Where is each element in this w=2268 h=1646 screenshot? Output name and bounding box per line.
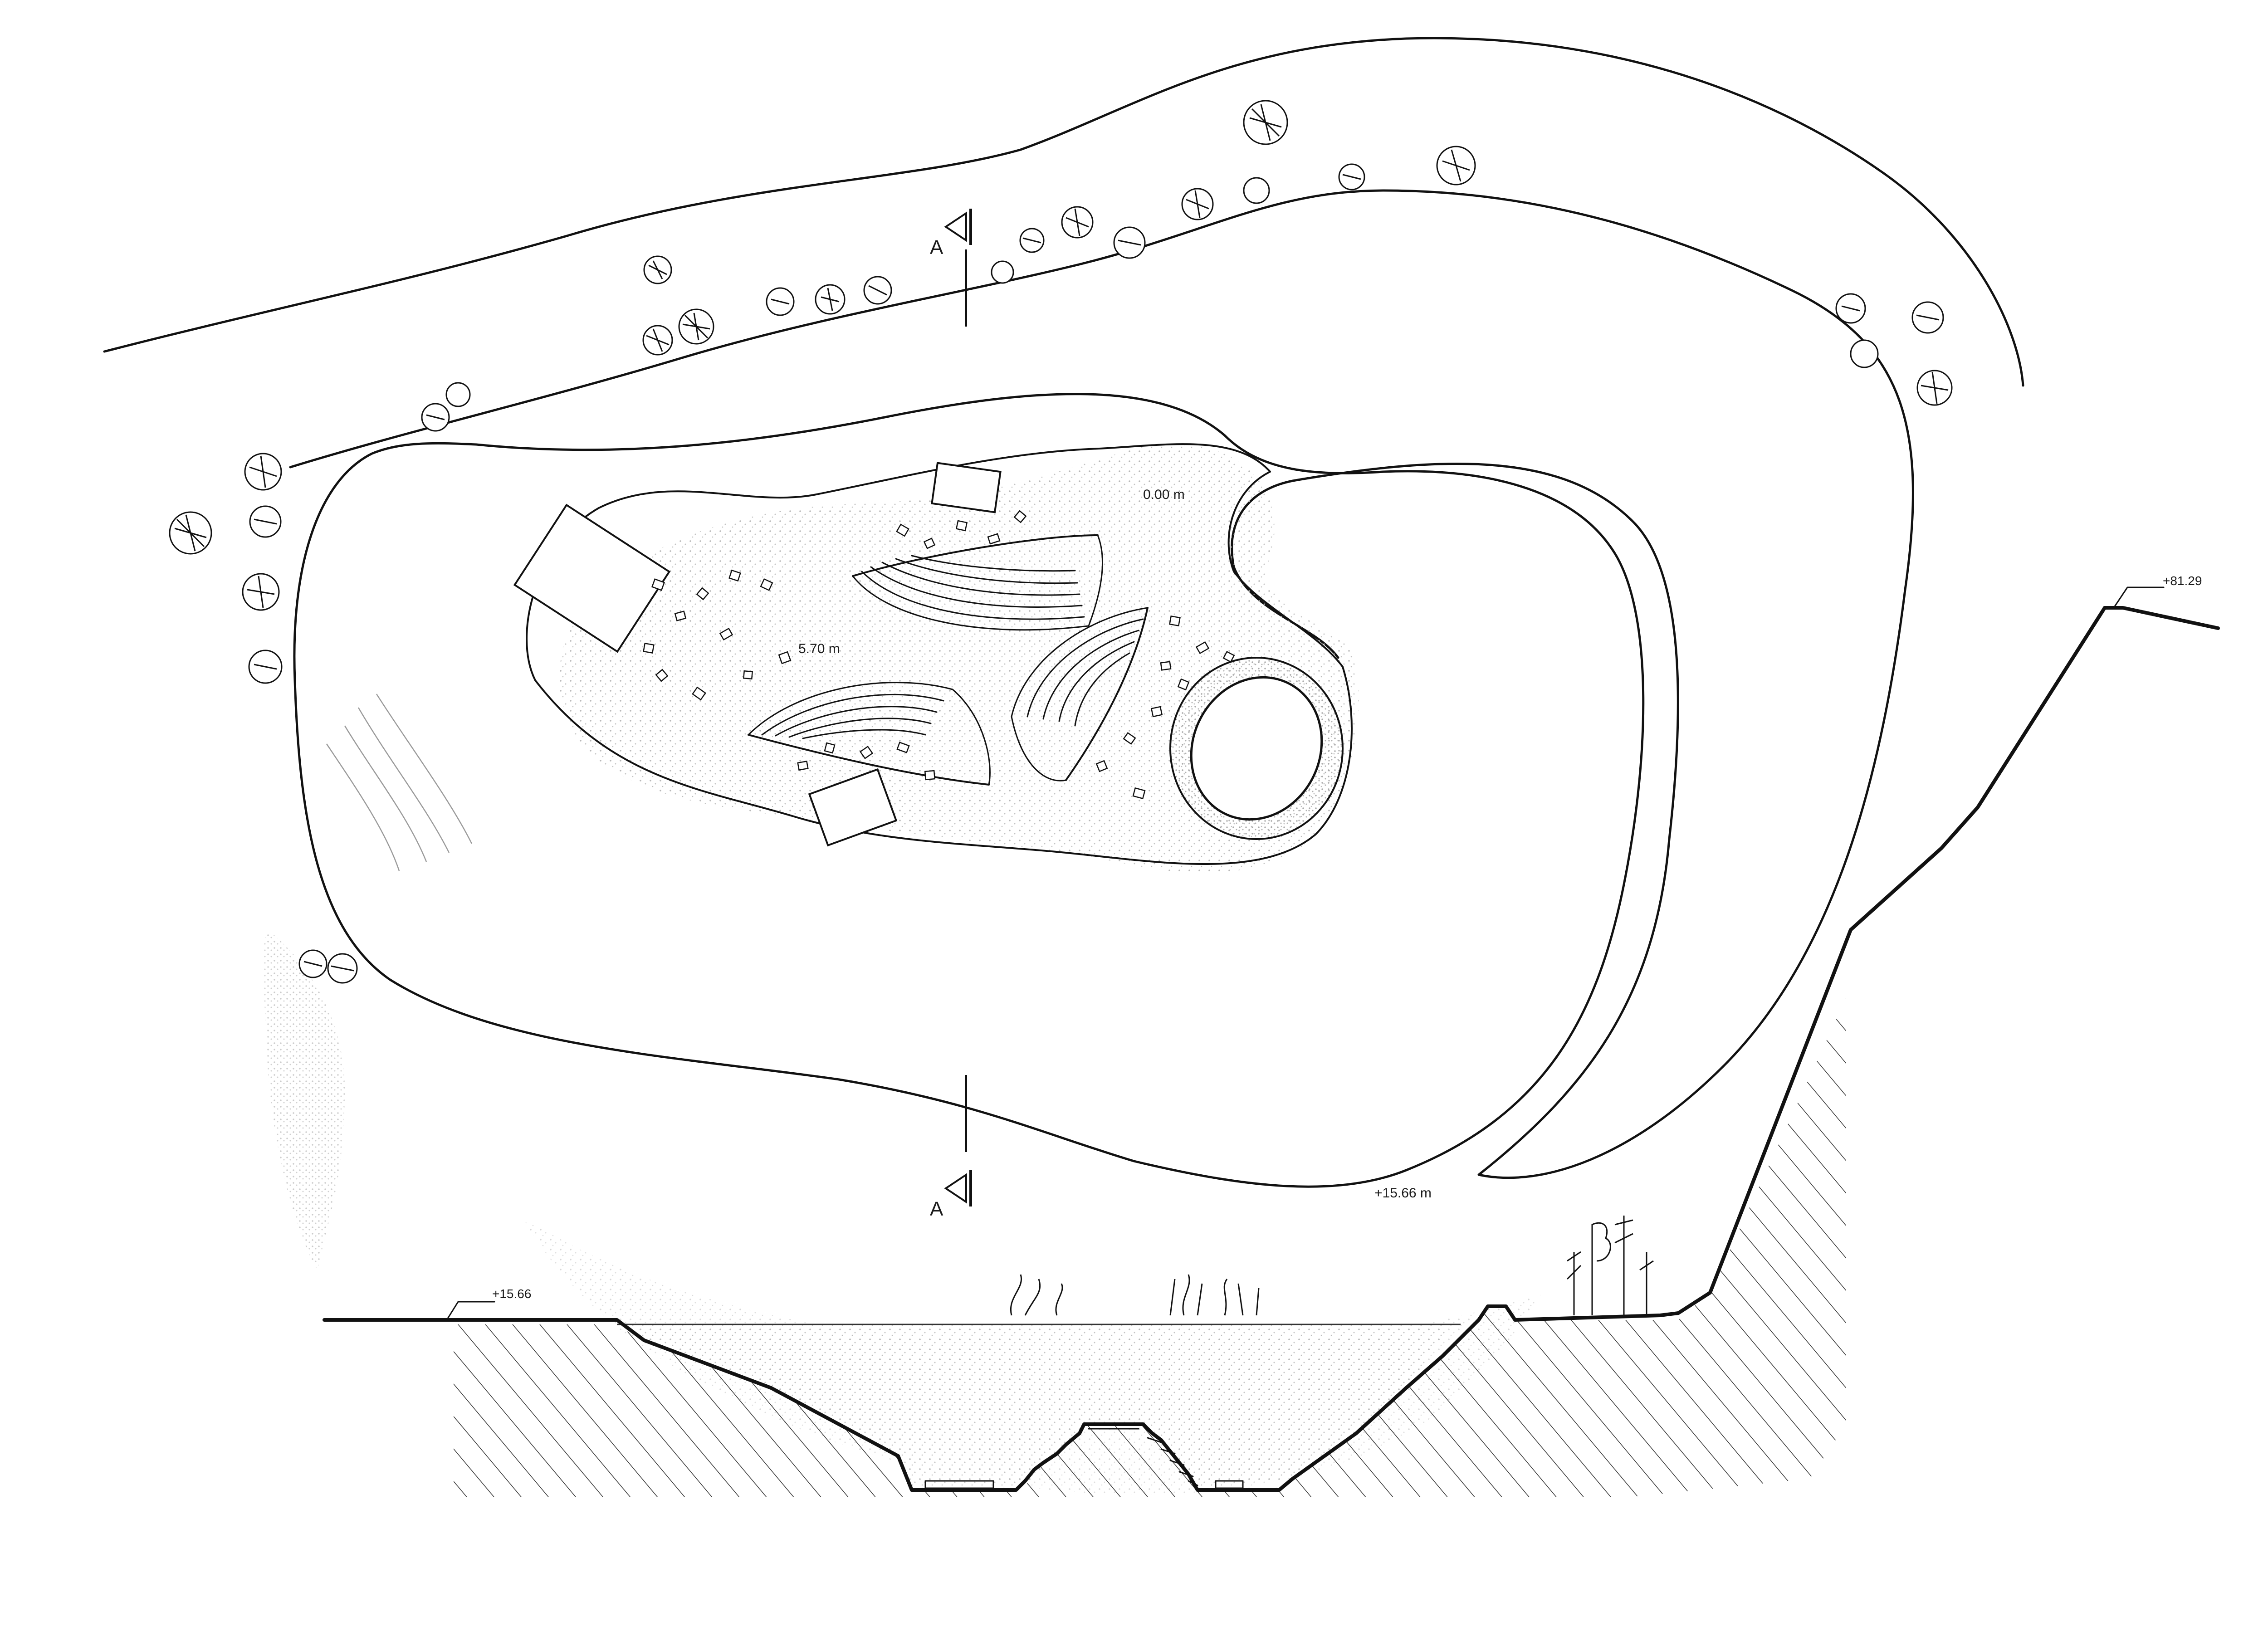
section-marker-label: A	[930, 236, 943, 259]
plan-trees	[169, 100, 1953, 984]
shrub-icon	[1010, 1274, 1063, 1316]
pavilion-south	[808, 768, 898, 847]
elevation-leader-right	[2113, 586, 2165, 609]
tree-icon	[643, 255, 672, 284]
amphitheatre-south	[748, 682, 991, 786]
tree-icon	[248, 650, 283, 684]
tree-icon	[1181, 188, 1214, 220]
tree-icon	[1243, 177, 1270, 204]
tree-icon	[1243, 100, 1288, 145]
elevation-leader-left	[446, 1301, 495, 1321]
section-elevation-left: +15.66	[492, 1287, 531, 1301]
pavilion-north	[931, 462, 1002, 513]
section-arrow-icon	[944, 211, 967, 242]
tree-icon	[169, 511, 212, 555]
tree-icon	[863, 276, 892, 305]
tree-icon	[244, 453, 282, 491]
tree-icon	[766, 287, 795, 316]
tree-icon	[445, 382, 471, 407]
second-contour	[289, 189, 1914, 1179]
tree-icon	[327, 953, 358, 984]
amphitheatre-north	[852, 534, 1103, 631]
section-ground-hatch	[454, 998, 1846, 1497]
amphitheatre-east	[1011, 607, 1149, 781]
tree-icon	[991, 260, 1014, 284]
tree-icon	[242, 573, 280, 611]
shrub-icon	[1169, 1274, 1260, 1316]
oval-pond	[1190, 676, 1323, 821]
tree-icon	[1061, 206, 1094, 239]
pavilion-northwest	[513, 503, 671, 653]
stone-scatter	[643, 510, 1235, 800]
section-marker-top: A	[930, 209, 972, 259]
tree-icon	[1911, 301, 1944, 334]
tree-icon	[1019, 228, 1045, 253]
pit-rim-contour	[293, 393, 1645, 1188]
tree-icon	[1436, 146, 1476, 186]
central-landform	[526, 443, 1353, 865]
section-arrow-icon	[944, 1173, 967, 1204]
tree-icon	[1566, 1216, 1654, 1315]
section-basin-stipple	[617, 1324, 1452, 1488]
section-marker-label: A	[930, 1198, 943, 1220]
section-view: +15.66 +81.29	[323, 574, 2220, 1497]
tree-icon	[298, 949, 327, 978]
elevation-label-center: 0.00 m	[1143, 487, 1185, 502]
outer-contour	[103, 37, 2024, 387]
pit-slope-strokes	[326, 694, 473, 871]
tree-icon	[642, 325, 673, 356]
tree-icon	[421, 403, 450, 432]
tree-icon	[815, 284, 846, 315]
tree-icon	[1835, 293, 1866, 324]
tree-icon	[1338, 163, 1365, 190]
section-marker-bottom: A	[930, 1170, 972, 1220]
section-vegetation	[1010, 1216, 1654, 1316]
left-slope-stipple	[263, 930, 345, 1270]
elevation-label-outer: +15.66 m	[1374, 1186, 1432, 1201]
tree-icon	[249, 505, 282, 538]
tree-icon	[1113, 226, 1146, 259]
section-ground-profile	[323, 606, 2220, 1492]
section-elevation-right: +81.29	[2163, 574, 2202, 588]
tree-icon	[1850, 339, 1879, 368]
tree-icon	[1916, 370, 1953, 406]
terrain-stipple	[559, 444, 1359, 873]
section-steps	[924, 1428, 1244, 1489]
tree-icon	[678, 308, 714, 345]
elevation-label-inner: 5.70 m	[798, 641, 840, 656]
